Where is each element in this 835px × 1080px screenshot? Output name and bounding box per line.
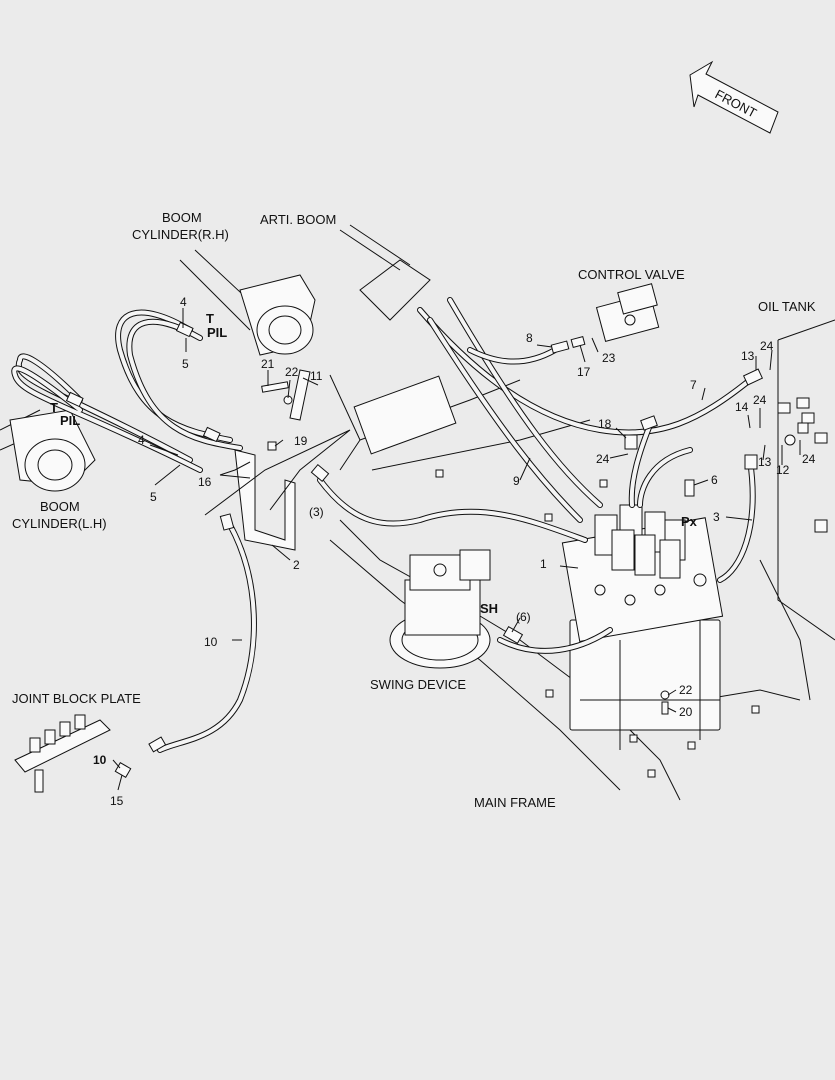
callout-13: 13 — [741, 349, 755, 363]
callout-24-a: 24 — [760, 339, 774, 353]
callout-1: 1 — [540, 557, 547, 571]
callout-24-d: 24 — [802, 452, 816, 466]
callout-23: 23 — [602, 351, 616, 365]
callout-16: 16 — [198, 475, 212, 489]
callout-17: 17 — [577, 365, 591, 379]
bracket-2-part — [234, 449, 296, 551]
callout-15: 15 — [110, 794, 124, 808]
boom-cylinder-lh-part — [0, 409, 96, 492]
frame-markers — [435, 469, 760, 778]
callout-24-b: 24 — [753, 393, 767, 407]
callout-20: 20 — [679, 705, 693, 719]
callout-3: 3 — [713, 510, 720, 524]
swing-device-label: SWING DEVICE — [370, 677, 466, 692]
callout-2: 2 — [293, 558, 300, 572]
arti-boom-part — [339, 224, 431, 321]
callout-4-lower: 4 — [138, 433, 145, 447]
callout-12: 12 — [776, 463, 790, 477]
callout-10: 10 — [204, 635, 218, 649]
callout-4: 4 — [180, 295, 187, 309]
port-t-lh-label: T — [50, 400, 58, 415]
port-pil-rh-label: PIL — [207, 325, 227, 340]
boom-cylinder-rh-label-2: CYLINDER(R.H) — [132, 227, 229, 242]
port-pil-lh-label: PIL — [60, 413, 80, 428]
callout-3-paren: (3) — [309, 505, 324, 519]
callout-5: 5 — [182, 357, 189, 371]
boom-cylinder-rh-label-1: BOOM — [162, 210, 202, 225]
callout-8: 8 — [526, 331, 533, 345]
leader-lines — [112, 308, 801, 791]
boom-cylinder-lh-label-2: CYLINDER(L.H) — [12, 516, 107, 531]
callout-6: 6 — [711, 473, 718, 487]
callout-11: 11 — [310, 369, 323, 383]
boom-cylinder-lh-label-1: BOOM — [40, 499, 80, 514]
fittings — [65, 321, 828, 779]
callout-21: 21 — [261, 357, 275, 371]
swing-device-part — [389, 549, 491, 669]
arti-boom-label: ARTI. BOOM — [260, 212, 336, 227]
control-valve-small-part — [595, 283, 660, 342]
port-t-rh-label: T — [206, 311, 214, 326]
boom-cylinder-rh-part — [179, 249, 316, 356]
hoses — [11, 297, 756, 753]
main-frame-label: MAIN FRAME — [474, 795, 556, 810]
main-control-valve-part — [561, 504, 724, 642]
callout-13-b: 13 — [758, 455, 772, 469]
control-valve-label: CONTROL VALVE — [578, 267, 685, 282]
callout-19: 19 — [294, 434, 308, 448]
oil-tank-label: OIL TANK — [758, 299, 816, 314]
callout-6-paren: (6) — [516, 610, 531, 624]
port-px-label: Px — [681, 514, 698, 529]
callout-24-c: 24 — [596, 452, 610, 466]
bracket-11-part — [289, 369, 311, 421]
joint-block-plate-label: JOINT BLOCK PLATE — [12, 691, 141, 706]
callout-10-bold: 10 — [93, 753, 107, 767]
callout-9: 9 — [513, 474, 520, 488]
callout-5-lower: 5 — [150, 490, 157, 504]
callout-18: 18 — [598, 417, 612, 431]
main-frame-outline — [329, 319, 835, 801]
front-arrow-icon: FRONT — [689, 60, 779, 134]
dimension-lines — [204, 429, 351, 516]
callout-22: 22 — [285, 365, 299, 379]
callout-14: 14 — [735, 400, 749, 414]
callout-7: 7 — [690, 378, 697, 392]
joint-block-plate-part — [14, 714, 111, 793]
callout-22-b: 22 — [679, 683, 693, 697]
port-sh-label: SH — [480, 601, 498, 616]
